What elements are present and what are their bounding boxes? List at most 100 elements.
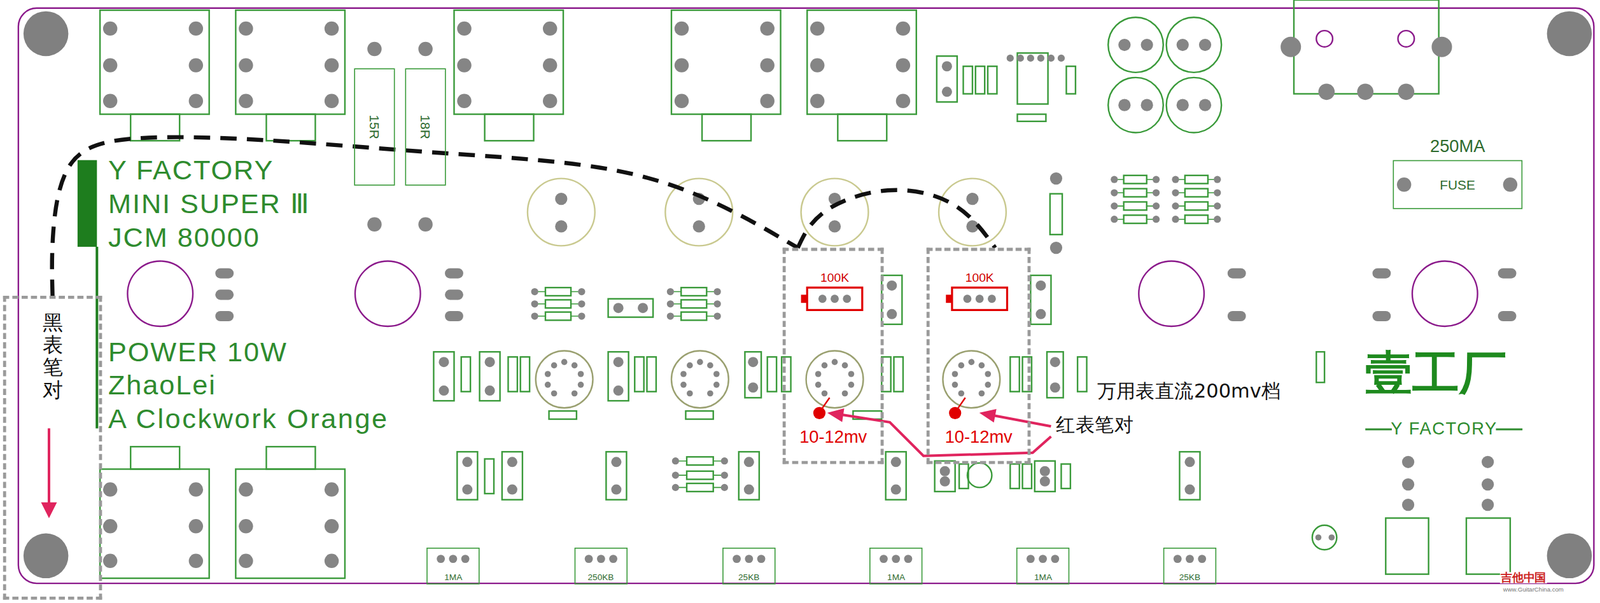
- solder-pad: [324, 482, 339, 497]
- footprint-outline: [738, 451, 760, 500]
- solder-pad: [886, 309, 897, 320]
- solder-pad: [436, 554, 445, 564]
- test-point-lead: [822, 397, 830, 408]
- node-label: 10-12mv: [799, 428, 867, 446]
- solder-pad: [672, 484, 680, 492]
- resistor-symbol: [975, 66, 985, 94]
- solder-pad: [714, 300, 722, 308]
- solder-pad: [238, 554, 253, 569]
- solder-pad: [1152, 202, 1160, 210]
- resistor-symbol: [634, 357, 644, 393]
- solder-pad: [984, 371, 991, 378]
- solder-pad: [707, 362, 714, 370]
- ic-outline: [1017, 52, 1049, 104]
- node-label: FUSE: [1439, 178, 1476, 192]
- solder-pad: [1050, 241, 1063, 254]
- solder-pad: [984, 381, 991, 389]
- tube-socket: [671, 351, 729, 409]
- resistor-symbol: [1077, 357, 1087, 393]
- resistor-symbol: [987, 66, 997, 94]
- solder-pad: [978, 390, 986, 398]
- footprint-outline: [456, 451, 478, 500]
- solder-pad: [456, 94, 471, 109]
- resistor-symbol: [520, 357, 530, 393]
- solder-pad: [830, 294, 839, 303]
- solder-pad: [577, 288, 585, 296]
- solder-pad: [958, 390, 965, 398]
- solder-pad: [966, 192, 979, 205]
- solder-pad: [1110, 176, 1118, 184]
- model-text: ZhaoLei: [108, 372, 217, 400]
- footprint-outline: [479, 351, 501, 401]
- solder-pad: [707, 390, 714, 398]
- solder-pad: [940, 476, 951, 487]
- solder-pad: [828, 220, 841, 233]
- solder-pad: [1171, 189, 1179, 197]
- solder-pad: [759, 21, 774, 36]
- instruction-note: 红表笔对: [1055, 415, 1134, 435]
- solder-pad: [1171, 215, 1179, 223]
- tube-socket-large: [801, 178, 869, 247]
- solder-pad: [531, 312, 539, 320]
- node-label: 18R: [418, 114, 433, 139]
- solder-pad: [103, 482, 118, 497]
- jack-tab: [484, 114, 534, 142]
- footprint-outline: [433, 351, 454, 401]
- solder-pad: [324, 21, 339, 36]
- solder-pad: [975, 294, 984, 303]
- solder-pad: [613, 302, 624, 314]
- solder-pad: [551, 390, 558, 398]
- oval-pad: [215, 289, 234, 300]
- arrow-head: [980, 409, 997, 422]
- footprint-outline: [885, 451, 907, 500]
- resistor-symbol: [1185, 201, 1208, 211]
- solder-pad: [891, 456, 902, 468]
- test-point-lead: [958, 397, 966, 408]
- solder-pad: [367, 217, 382, 232]
- footprint-outline: [608, 351, 629, 401]
- power-jack-pin: [1316, 30, 1333, 48]
- logo-dash: [1495, 428, 1523, 431]
- logo-bar: [77, 160, 97, 247]
- solder-pad: [189, 57, 204, 72]
- resistor-symbol: [767, 357, 777, 393]
- solder-pad: [896, 21, 911, 36]
- solder-pad: [1402, 498, 1415, 512]
- solder-pad: [1315, 534, 1322, 541]
- resistor-footprint: 18R: [405, 68, 447, 186]
- solder-pad: [324, 57, 339, 72]
- resistor-symbol: [963, 66, 973, 94]
- power-jack-outline: [1293, 0, 1439, 95]
- solder-pad: [1110, 189, 1118, 197]
- tube-socket: [535, 351, 594, 409]
- solder-pad: [1280, 36, 1301, 58]
- arrow-head: [828, 409, 844, 422]
- solder-pad: [952, 371, 959, 378]
- model-text: A Clockwork Orange: [108, 406, 389, 434]
- solder-pad: [554, 192, 568, 205]
- solder-pad: [815, 381, 822, 389]
- solder-pad: [448, 554, 457, 564]
- capacitor-outline: [1108, 17, 1164, 73]
- tube-socket-large: [527, 178, 596, 247]
- solder-pad: [551, 362, 558, 370]
- footprint-outline: [1179, 451, 1200, 500]
- probe-zone: 黑表笔对: [3, 295, 103, 601]
- solder-pad: [721, 457, 729, 465]
- solder-pad: [810, 21, 825, 36]
- solder-pad: [367, 42, 382, 57]
- footprint-outline: [1046, 351, 1064, 398]
- solder-pad: [680, 381, 687, 389]
- solder-pad: [507, 484, 518, 496]
- solder-pad: [1118, 99, 1131, 112]
- watermark: 吉他中国: [1500, 572, 1548, 584]
- solder-pad: [680, 371, 687, 378]
- jack-tab: [266, 114, 316, 142]
- solder-pad: [1213, 176, 1221, 184]
- node-label: 25KB: [738, 573, 760, 583]
- resistor-symbol: [545, 312, 571, 321]
- solder-pad: [757, 554, 766, 564]
- solder-pad: [743, 456, 755, 468]
- solder-pad: [531, 300, 539, 308]
- footprint-outline: [881, 275, 902, 325]
